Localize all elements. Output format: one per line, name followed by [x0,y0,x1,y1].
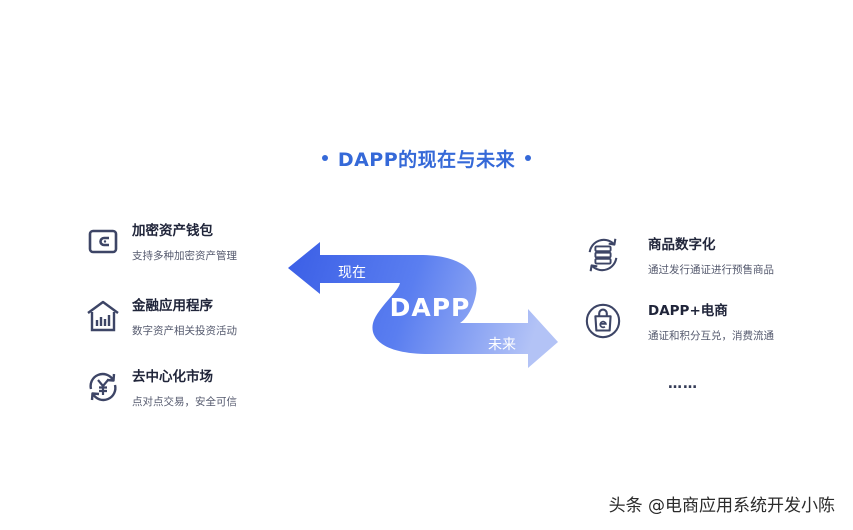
feature-decentralized-market: 去中心化市场 点对点交易，安全可信 [84,368,237,409]
database-sync-icon [584,236,622,274]
feature-description: 点对点交易，安全可信 [132,396,237,408]
feature-crypto-wallet: 加密资产钱包 支持多种加密资产管理 [84,222,237,263]
diagram-title: DAPP的现在与未来 [337,148,516,171]
feature-description: 支持多种加密资产管理 [132,250,237,262]
wallet-icon [84,222,122,260]
dapp-flow-diagram: 现在 DAPP 未来 [288,242,558,368]
bank-chart-icon [84,297,122,335]
shopping-bag-icon [584,302,622,340]
diagram-title-row: DAPP的现在与未来 [0,142,853,174]
feature-commodity-digitization: 商品数字化 通过发行通证进行预售商品 [584,236,774,277]
feature-title: 去中心化市场 [132,369,213,385]
feature-dapp-ecommerce: DAPP+电商 通证和积分互兑，消费流通 [584,302,774,343]
feature-description: 数字资产相关投资活动 [132,325,237,337]
title-right-dot [525,155,532,161]
now-label: 现在 [338,265,366,281]
more-ellipsis: …… [668,376,698,392]
feature-description: 通证和积分互兑，消费流通 [648,330,774,342]
feature-financial-apps: 金融应用程序 数字资产相关投资活动 [84,297,237,338]
feature-description: 通过发行通证进行预售商品 [648,264,774,276]
feature-title: DAPP+电商 [648,303,728,319]
feature-title: 加密资产钱包 [132,223,213,239]
yuan-exchange-icon [84,368,122,406]
feature-title: 金融应用程序 [132,298,213,314]
feature-title: 商品数字化 [648,237,716,253]
dapp-label: DAPP [390,293,471,322]
future-label: 未来 [488,337,516,353]
now-future-s-arrow [288,242,558,368]
watermark-text: 头条 @电商应用系统开发小陈 [608,496,835,516]
title-left-dot [321,155,328,161]
